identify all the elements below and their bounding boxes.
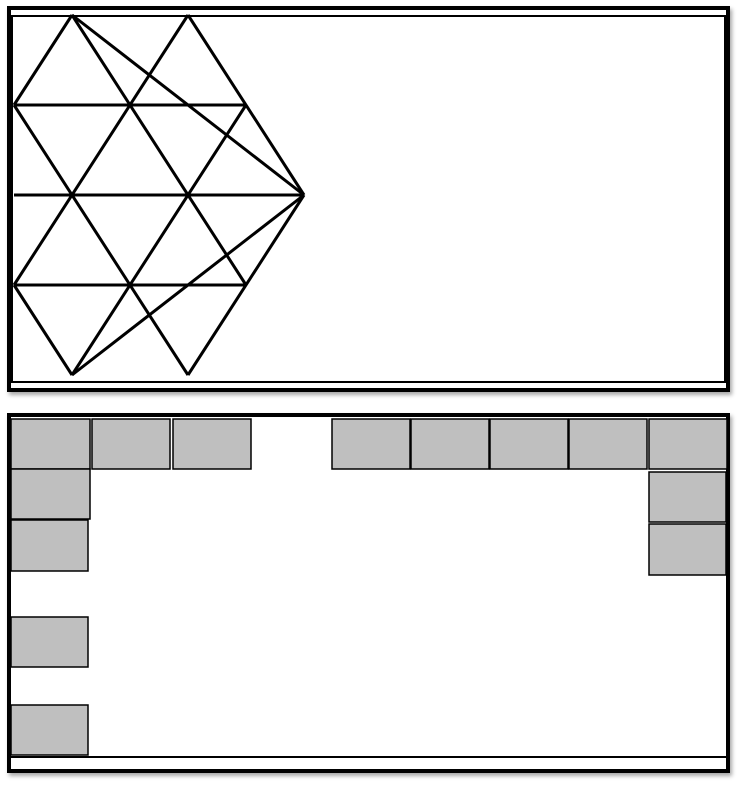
grid-diagonal-up-4 — [71, 193, 305, 377]
grid-diagonal-up-2 — [12, 14, 190, 286]
grid-diagonal-up-1 — [12, 14, 74, 106]
gray-tile-4 — [331, 418, 411, 470]
gray-tile-13 — [648, 471, 727, 523]
gray-tile-12 — [10, 704, 89, 756]
gray-tile-11 — [10, 616, 89, 668]
gray-tile-5 — [410, 418, 490, 470]
grid-diagonal-down-5 — [70, 14, 248, 286]
gray-tile-7 — [568, 418, 648, 470]
grid-diagonal-up-3 — [186, 194, 306, 376]
gray-tile-14 — [648, 523, 727, 576]
gray-tile-9 — [10, 468, 91, 520]
grid-diagonal-down-3 — [12, 104, 190, 376]
gray-tile-8 — [648, 418, 728, 470]
triangle-grid-figure — [11, 13, 726, 383]
tile-layout-figure — [10, 418, 728, 758]
gray-tile-3 — [172, 418, 252, 470]
gray-tile-2 — [91, 418, 171, 470]
triangle-grid-panel — [7, 6, 730, 392]
gray-tile-10 — [10, 519, 89, 572]
tile-layout-panel — [7, 413, 730, 773]
gray-tile-6 — [489, 418, 569, 470]
grid-diagonal-down-1 — [71, 13, 305, 197]
inner-frame-line — [11, 15, 726, 383]
gray-tile-1 — [10, 418, 91, 470]
grid-diagonal-up-5 — [70, 104, 248, 376]
grid-diagonal-down-4 — [12, 284, 74, 376]
